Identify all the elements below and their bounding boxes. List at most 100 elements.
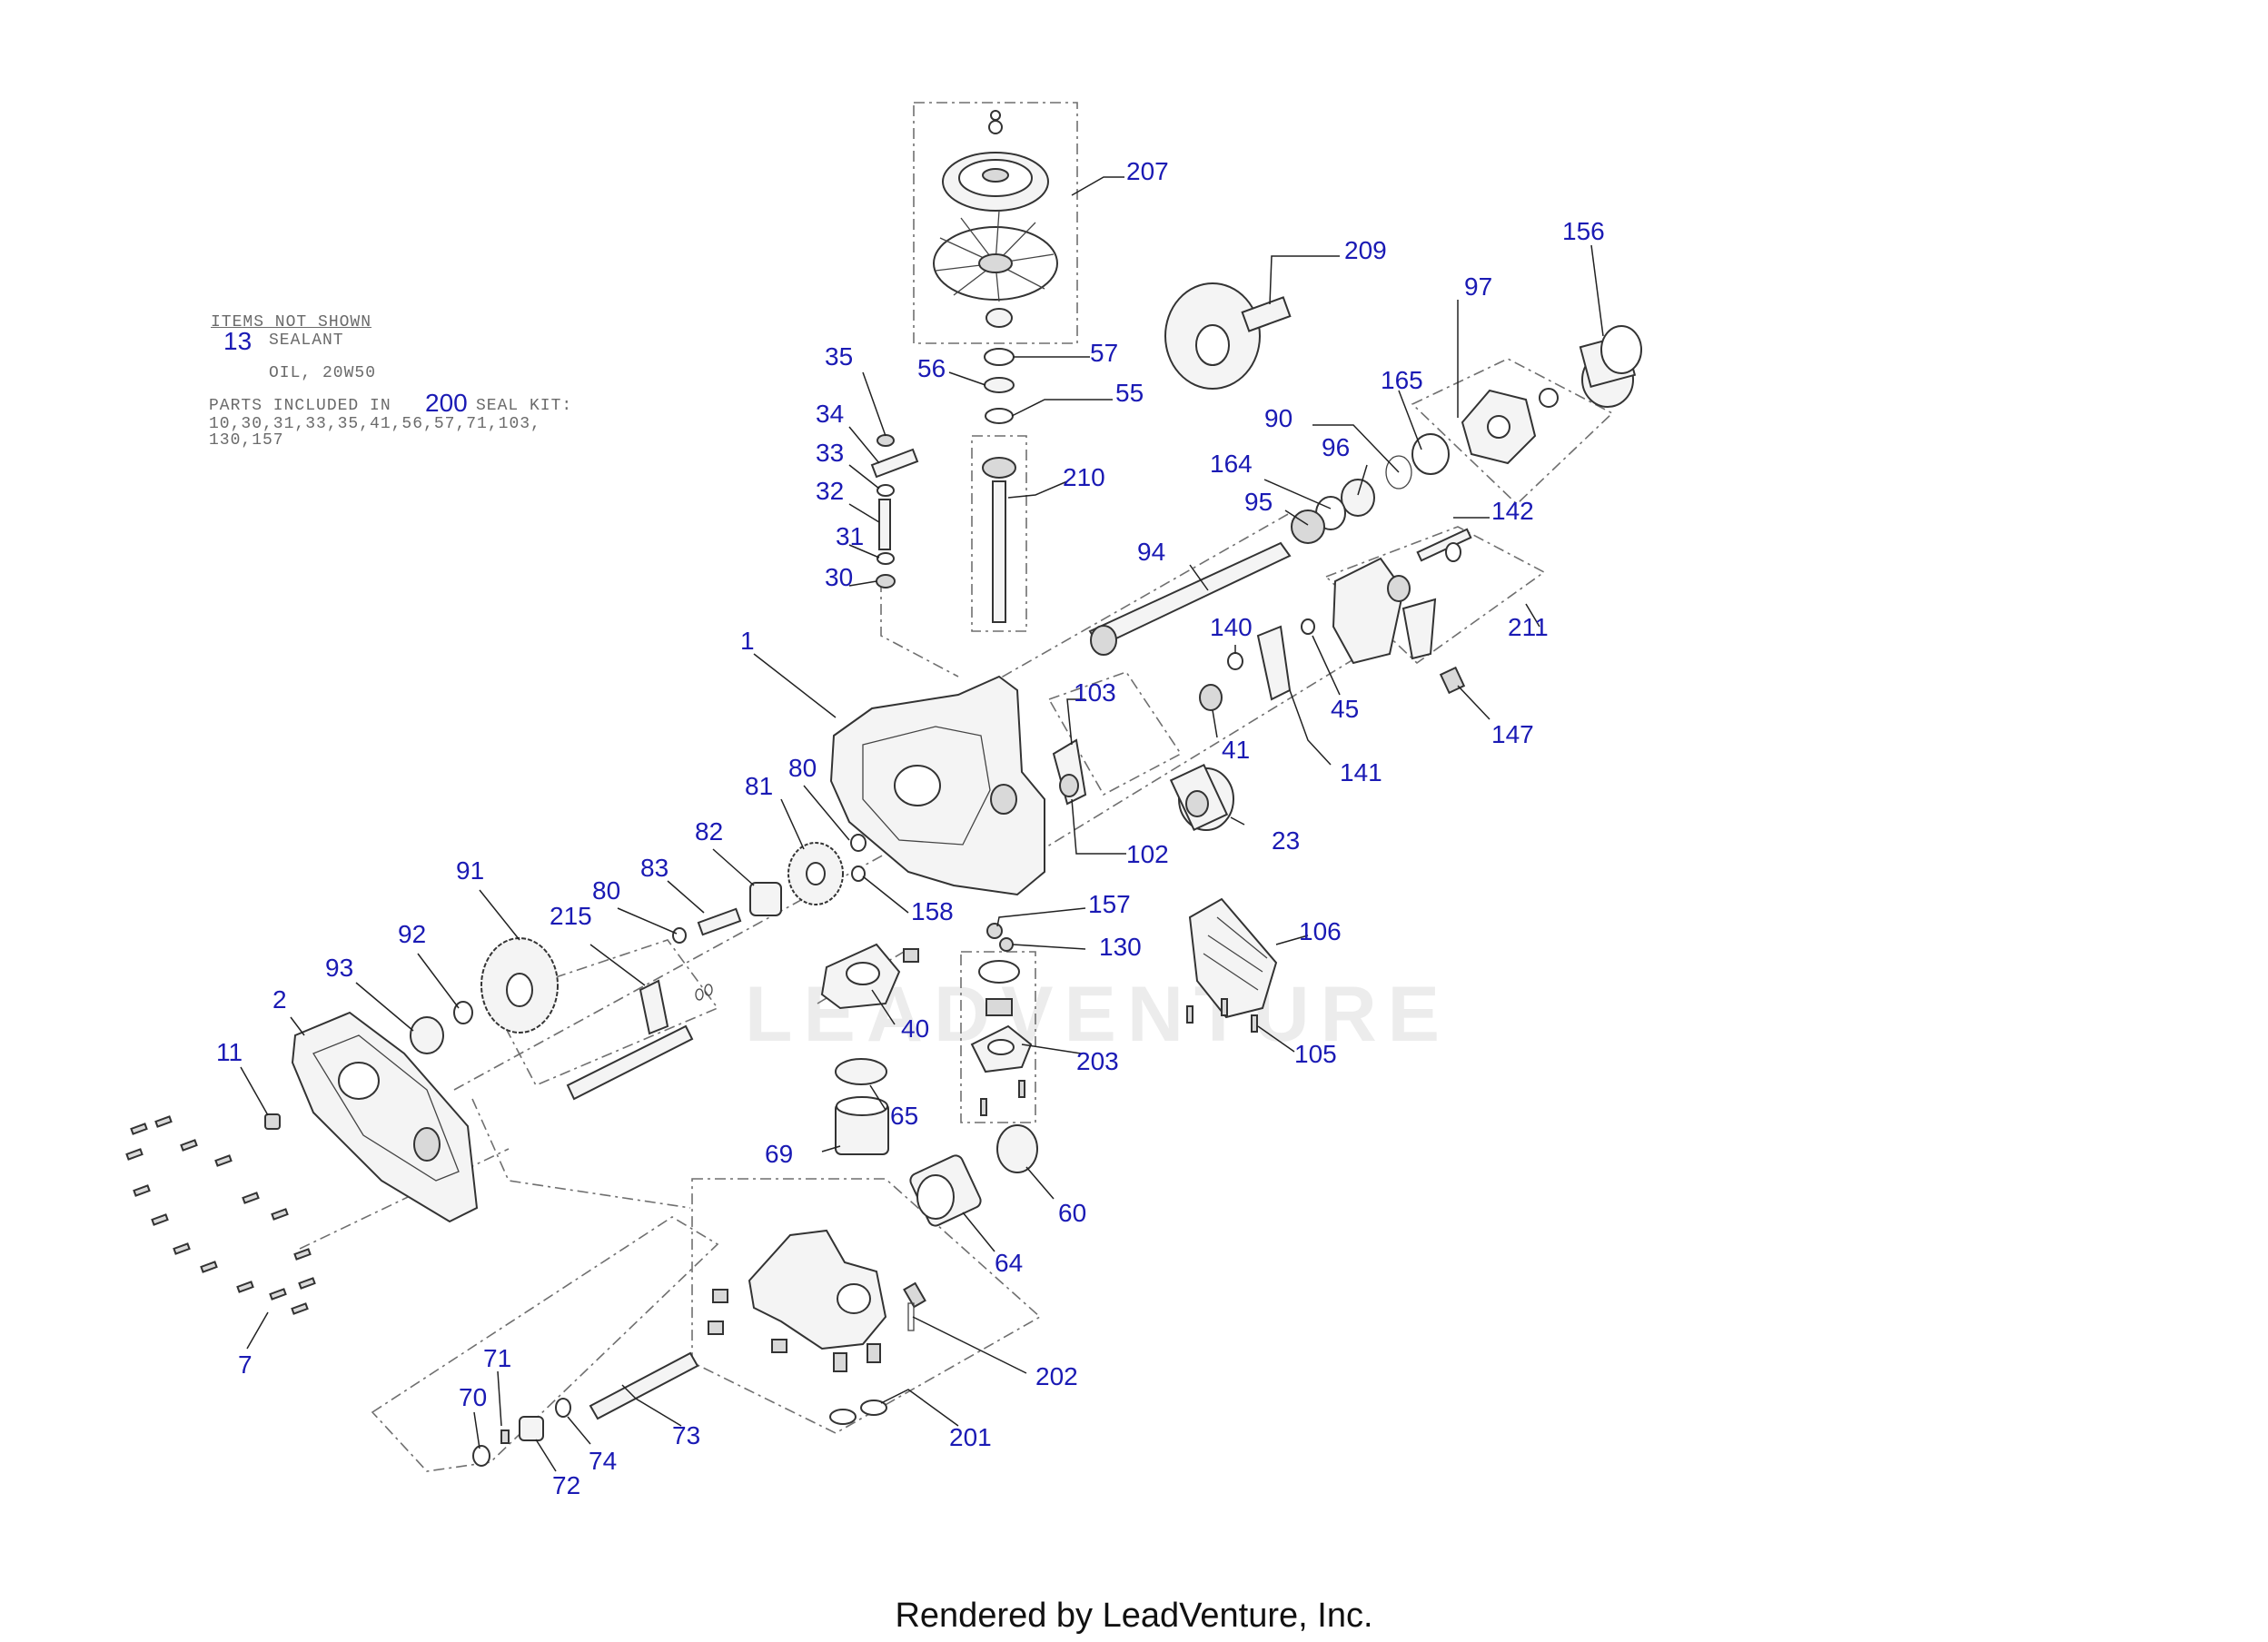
callout-30[interactable]: 30: [825, 563, 853, 591]
shaft-assembly-215[interactable]: [566, 979, 713, 1101]
callout-215[interactable]: 215: [550, 902, 592, 930]
callout-207[interactable]: 207: [1126, 157, 1169, 185]
lever-103-102[interactable]: [1052, 738, 1087, 806]
callout-95[interactable]: 95: [1244, 488, 1273, 516]
callout-92[interactable]: 92: [398, 920, 426, 948]
clip-90[interactable]: [1385, 455, 1412, 490]
gear-81[interactable]: [787, 842, 844, 905]
callout-80b[interactable]: 80: [592, 876, 620, 905]
callout-35[interactable]: 35: [825, 342, 853, 371]
arm-34[interactable]: [870, 448, 919, 479]
callout-147[interactable]: 147: [1491, 720, 1534, 748]
fan-207[interactable]: [933, 210, 1058, 328]
nut-35[interactable]: [876, 434, 895, 447]
washer-56[interactable]: [984, 377, 1015, 393]
washer-80b[interactable]: [672, 927, 687, 944]
callout-11[interactable]: 11: [216, 1038, 243, 1066]
callout-1[interactable]: 1: [740, 627, 755, 655]
callout-82[interactable]: 82: [695, 817, 723, 846]
pulley-207[interactable]: [942, 110, 1049, 212]
clip-71[interactable]: [500, 1429, 510, 1444]
callout-33[interactable]: 33: [816, 439, 844, 467]
washer-70[interactable]: [472, 1445, 490, 1467]
callout-57[interactable]: 57: [1090, 339, 1118, 367]
callout-34[interactable]: 34: [816, 400, 844, 428]
ring-55[interactable]: [985, 408, 1014, 424]
oring-31[interactable]: [876, 552, 895, 565]
callout-40[interactable]: 40: [901, 1014, 929, 1043]
callout-105[interactable]: 105: [1294, 1040, 1337, 1068]
callout-130[interactable]: 130: [1099, 933, 1142, 961]
callout-23[interactable]: 23: [1272, 826, 1300, 855]
callout-31[interactable]: 31: [836, 522, 864, 550]
bearing-96[interactable]: [1341, 479, 1375, 517]
oring-57[interactable]: [984, 348, 1015, 366]
gear-72[interactable]: [519, 1416, 544, 1441]
callout-157[interactable]: 157: [1088, 890, 1131, 918]
callout-203[interactable]: 203: [1076, 1047, 1119, 1075]
callout-74[interactable]: 74: [589, 1447, 617, 1475]
callout-158[interactable]: 158: [911, 897, 954, 925]
washer-140[interactable]: [1227, 652, 1243, 670]
flange-97[interactable]: [1461, 388, 1559, 465]
seal-30[interactable]: [876, 574, 896, 589]
bearing-65[interactable]: [835, 1058, 887, 1085]
callout-156[interactable]: 156: [1562, 217, 1605, 245]
callout-91[interactable]: 91: [456, 856, 484, 885]
seal-41[interactable]: [1199, 684, 1223, 711]
callout-56[interactable]: 56: [917, 354, 946, 382]
bolts-7[interactable]: [125, 1115, 316, 1315]
callout-94[interactable]: 94: [1137, 538, 1165, 566]
callout-69[interactable]: 69: [765, 1140, 793, 1168]
housing-1[interactable]: [829, 675, 1045, 896]
callout-96[interactable]: 96: [1322, 433, 1350, 461]
wheel-hub-209[interactable]: [1164, 282, 1292, 390]
callout-80a[interactable]: 80: [788, 754, 817, 782]
callout-140[interactable]: 140: [1210, 613, 1253, 641]
callout-93[interactable]: 93: [325, 954, 353, 982]
input-shaft-210[interactable]: [982, 457, 1016, 623]
cylinder-block-69[interactable]: [835, 1096, 889, 1155]
callout-106[interactable]: 106: [1299, 917, 1342, 945]
callout-201[interactable]: 201: [949, 1423, 992, 1451]
callout-102[interactable]: 102: [1126, 840, 1169, 868]
check-157[interactable]: [986, 923, 1003, 939]
callout-164[interactable]: 164: [1210, 450, 1253, 478]
ring-165[interactable]: [1411, 433, 1450, 475]
filter-23[interactable]: [1169, 764, 1234, 831]
brake-bracket-211[interactable]: [1332, 528, 1472, 665]
gear-91[interactable]: [480, 937, 559, 1034]
oring-33[interactable]: [876, 484, 895, 497]
callout-73[interactable]: 73: [672, 1421, 700, 1449]
callout-83[interactable]: 83: [640, 854, 669, 882]
callout-142[interactable]: 142: [1491, 497, 1534, 525]
cover-2[interactable]: [291, 1011, 479, 1223]
callout-81[interactable]: 81: [745, 772, 773, 800]
bearing-95[interactable]: [1291, 509, 1325, 544]
valve-202[interactable]: [903, 1281, 926, 1331]
callout-202[interactable]: 202: [1035, 1362, 1078, 1390]
shaft-32[interactable]: [878, 499, 891, 550]
washer-158[interactable]: [851, 866, 866, 882]
washer-74[interactable]: [555, 1398, 571, 1418]
callout-211[interactable]: 211: [1508, 613, 1549, 641]
callout-41[interactable]: 41: [1222, 736, 1250, 764]
callout-97[interactable]: 97: [1464, 272, 1492, 301]
callout-2[interactable]: 2: [272, 985, 287, 1014]
check-130[interactable]: [999, 937, 1014, 952]
callout-210[interactable]: 210: [1063, 463, 1105, 491]
callout-141[interactable]: 141: [1340, 758, 1382, 786]
charge-pump-203[interactable]: [970, 960, 1033, 1116]
callout-71[interactable]: 71: [483, 1344, 511, 1372]
callout-60[interactable]: 60: [1058, 1199, 1086, 1227]
callout-209[interactable]: 209: [1344, 236, 1387, 264]
link-141[interactable]: [1256, 625, 1292, 701]
motor-block-64[interactable]: [908, 1153, 983, 1228]
washer-80a[interactable]: [850, 834, 867, 852]
plug-11[interactable]: [264, 1113, 281, 1130]
cover-106[interactable]: [1188, 897, 1278, 1019]
callout-90[interactable]: 90: [1264, 404, 1292, 432]
callout-165[interactable]: 165: [1381, 366, 1423, 394]
callout-72[interactable]: 72: [552, 1471, 580, 1499]
callout-45[interactable]: 45: [1331, 695, 1359, 723]
